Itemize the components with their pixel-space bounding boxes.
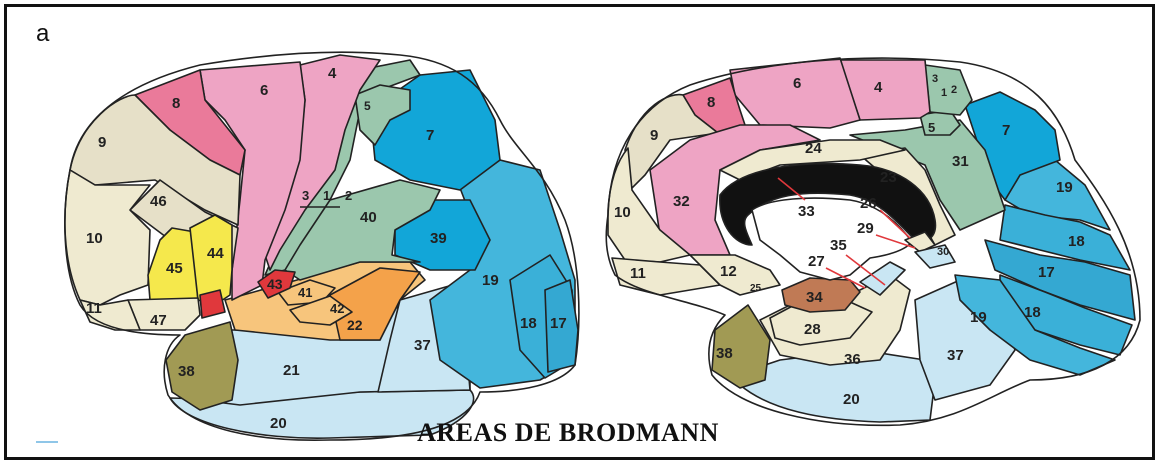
medial-label-24: 24	[805, 140, 822, 157]
medial-label-8: 8	[707, 94, 715, 111]
lateral-label-10: 10	[86, 230, 103, 247]
medial-label-11: 11	[630, 265, 646, 282]
medial-label-31: 31	[952, 153, 969, 170]
medial-label-28: 28	[804, 321, 821, 338]
lateral-label-18: 18	[520, 315, 537, 332]
medial-label-3: 3	[932, 73, 938, 85]
medial-label-18-lower: 18	[1024, 304, 1041, 321]
lateral-label-44: 44	[207, 245, 224, 262]
medial-view	[606, 58, 1140, 425]
medial-label-4: 4	[874, 79, 883, 96]
lateral-label-21: 21	[283, 362, 300, 379]
lateral-label-46: 46	[150, 193, 167, 210]
lateral-area-red-small	[200, 290, 225, 318]
diagram-title: AREAS DE BRODMANN	[328, 418, 808, 448]
medial-label-7: 7	[1002, 122, 1010, 139]
lateral-label-37: 37	[414, 337, 431, 354]
lateral-label-6: 6	[260, 82, 268, 99]
lateral-area-10	[65, 170, 150, 305]
medial-label-26: 26	[860, 195, 877, 212]
medial-label-37: 37	[947, 347, 964, 364]
medial-label-30: 30	[937, 246, 949, 258]
lateral-label-40: 40	[360, 209, 377, 226]
medial-label-33: 33	[798, 203, 815, 220]
lateral-label-9: 9	[98, 134, 106, 151]
lateral-label-3: 3	[302, 188, 309, 203]
lateral-label-4: 4	[328, 65, 337, 82]
medial-label-17: 17	[1038, 264, 1055, 281]
lateral-label-11: 11	[86, 300, 102, 317]
lateral-label-2: 2	[345, 188, 352, 203]
lateral-label-42: 42	[330, 301, 344, 316]
medial-label-27: 27	[808, 253, 825, 270]
medial-label-9: 9	[650, 127, 658, 144]
lateral-label-20: 20	[270, 415, 287, 432]
lateral-label-22: 22	[347, 317, 363, 333]
lateral-label-43: 43	[267, 276, 283, 292]
medial-label-32: 32	[673, 193, 690, 210]
medial-label-1: 1	[941, 87, 947, 99]
medial-label-12: 12	[720, 263, 737, 280]
lateral-label-8: 8	[172, 95, 180, 112]
lateral-label-1: 1	[323, 188, 330, 203]
medial-label-6: 6	[793, 75, 801, 92]
lateral-label-19: 19	[482, 272, 499, 289]
medial-label-19-lower: 19	[970, 309, 987, 326]
medial-label-25: 25	[750, 283, 762, 294]
lateral-view	[65, 52, 579, 440]
medial-label-20: 20	[843, 391, 860, 408]
lateral-label-5: 5	[364, 99, 371, 113]
medial-label-36: 36	[844, 351, 861, 368]
lateral-label-41: 41	[298, 285, 312, 300]
medial-label-2: 2	[951, 84, 957, 96]
lateral-label-38: 38	[178, 363, 195, 380]
corner-mark	[36, 441, 58, 443]
medial-label-38: 38	[716, 345, 733, 362]
medial-label-34: 34	[806, 289, 823, 306]
medial-label-35: 35	[830, 237, 847, 254]
medial-label-10: 10	[614, 204, 631, 221]
medial-area-6	[730, 58, 860, 128]
lateral-label-47: 47	[150, 312, 167, 329]
medial-label-23: 23	[880, 169, 897, 186]
lateral-label-45: 45	[166, 260, 183, 277]
medial-label-18-upper: 18	[1068, 233, 1085, 250]
lateral-label-39: 39	[430, 230, 447, 247]
medial-label-5: 5	[928, 120, 935, 135]
medial-label-19-upper: 19	[1056, 179, 1073, 196]
lateral-label-7: 7	[426, 127, 434, 144]
medial-label-29: 29	[857, 220, 874, 237]
lateral-label-17: 17	[550, 315, 567, 332]
